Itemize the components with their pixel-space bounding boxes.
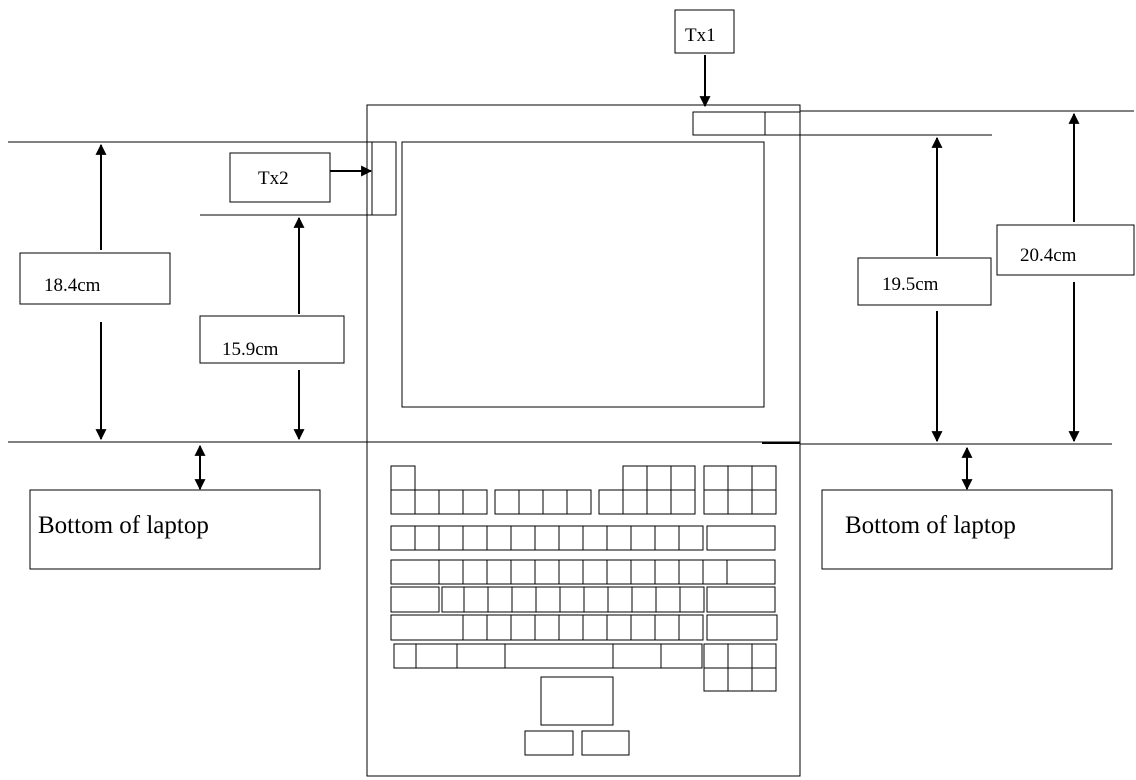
dim-tx2-left-label: 18.4cm <box>44 275 101 296</box>
laptop-screen <box>401 141 765 408</box>
tx2-antenna <box>371 141 397 216</box>
bottom-left-label: Bottom of laptop <box>38 512 209 539</box>
dim-tx1-inner-label: 19.5cm <box>882 274 939 295</box>
tx1-label-box <box>674 9 735 54</box>
dim-15-9-box <box>199 315 345 364</box>
touchpad-left-button <box>524 730 574 756</box>
touchpad <box>540 676 614 726</box>
tx2-label: Tx2 <box>258 168 289 189</box>
keyboard <box>390 465 778 692</box>
bottom-right-label: Bottom of laptop <box>845 512 1016 539</box>
tx1-antenna-housing <box>764 111 801 136</box>
dim-19-5-box <box>857 257 992 306</box>
laptop-body <box>366 104 801 777</box>
tx1-label: Tx1 <box>685 25 716 46</box>
dim-20-4-box <box>996 224 1135 276</box>
tx2-label-box <box>229 152 331 203</box>
dim-tx2-inner-label: 15.9cm <box>222 339 279 360</box>
dim-18-4-box <box>19 252 171 305</box>
dim-tx1-right-label: 20.4cm <box>1020 245 1077 266</box>
tx1-antenna <box>692 111 766 136</box>
bottom-left-box <box>29 489 321 570</box>
touchpad-right-button <box>581 730 630 756</box>
